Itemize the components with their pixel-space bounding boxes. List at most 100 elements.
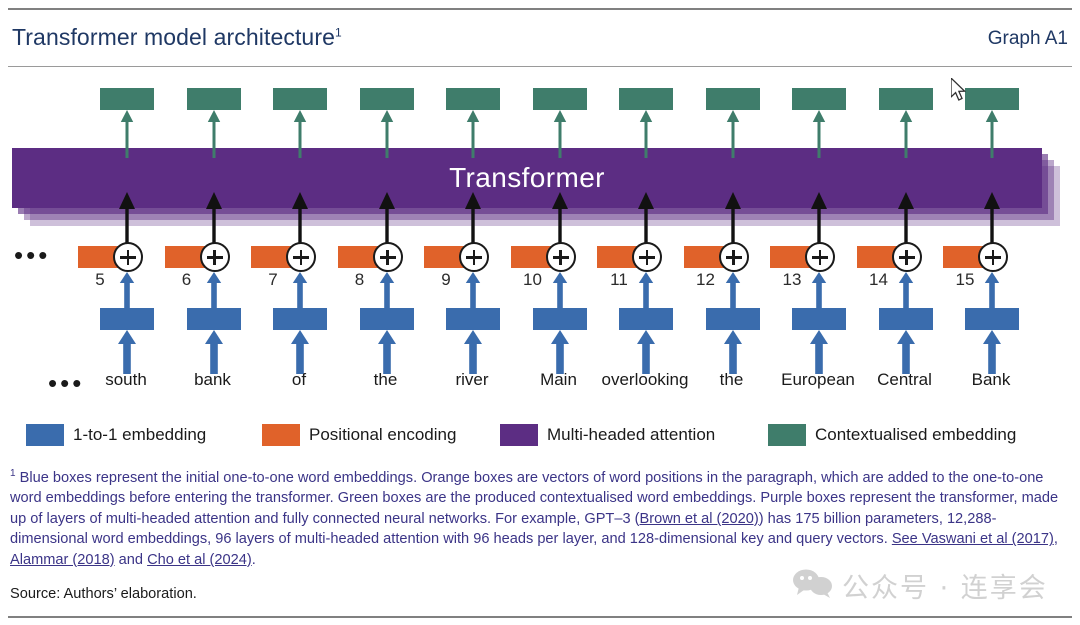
word-to-embedding-arrow [982, 330, 1002, 374]
footnote-link-cho-2024[interactable]: Cho et al (2024) [147, 551, 252, 568]
legend-label: Multi-headed attention [547, 425, 716, 444]
input-to-transformer-arrow [897, 192, 915, 254]
legend-item: Multi-headed attention [500, 424, 715, 446]
legend-color-swatch [26, 424, 64, 446]
addition-operator-icon [805, 242, 835, 272]
input-to-transformer-arrow [378, 192, 396, 254]
footnote: 1 Blue boxes represent the initial one-t… [10, 464, 1072, 570]
title-divider [8, 66, 1072, 67]
token-column: 8 the [337, 70, 434, 400]
input-word-label: river [455, 370, 489, 389]
green-output-arrow [466, 110, 480, 158]
embedding-to-sum-arrow [119, 272, 135, 314]
legend-item: Positional encoding [262, 424, 456, 446]
input-to-transformer-arrow [810, 192, 828, 254]
position-index-label: 6 [181, 270, 192, 289]
one-to-one-embedding-box [619, 308, 673, 330]
positional-encoding-box [510, 246, 555, 268]
position-index-label: 11 [610, 270, 628, 289]
positional-encoding-box [683, 246, 728, 268]
position-index-label: 9 [441, 270, 451, 289]
bottom-divider [8, 616, 1072, 618]
embedding-to-sum-arrow [984, 272, 1000, 314]
page-title-text: Transformer model architecture [12, 24, 335, 50]
footnote-link-vaswani-2017[interactable]: See Vaswani et al (2017) [891, 531, 1054, 548]
word-to-embedding-arrow [204, 330, 224, 374]
footnote-link-brown-2020[interactable]: Brown et al (2020) [639, 510, 759, 527]
legend-color-swatch [768, 424, 806, 446]
transformer-block: Transformer [12, 148, 1042, 208]
word-to-embedding-arrow [290, 330, 310, 374]
position-index-label: 7 [268, 270, 278, 289]
one-to-one-embedding-box [532, 308, 587, 330]
positional-encoding-box [424, 246, 468, 268]
input-to-transformer-arrow [118, 192, 136, 254]
word-to-embedding-arrow [463, 330, 483, 374]
addition-operator-icon [718, 242, 749, 272]
word-to-embedding-arrow [636, 330, 656, 374]
word-to-embedding-arrow [550, 330, 570, 374]
footnote-text-part-2: ) has 175 billion parameters, 12,288-dim… [10, 510, 997, 548]
position-index-label: 12 [696, 270, 715, 289]
addition-operator-icon [632, 242, 662, 272]
legend-color-swatch [262, 424, 300, 446]
transformer-stack: Transformer [0, 70, 1080, 226]
input-word-label: bank [194, 370, 231, 389]
green-output-arrow [120, 110, 134, 158]
green-output-arrow [639, 110, 653, 158]
word-row-ellipsis: ••• [48, 368, 85, 398]
wechat-logo-icon [792, 568, 834, 603]
legend-label: Contextualised embedding [815, 425, 1017, 444]
input-word-label: Central [877, 370, 932, 389]
positional-encoding-box [770, 246, 814, 268]
green-output-arrow [726, 110, 740, 158]
green-output-arrow [985, 110, 999, 158]
token-column: 6 bank [164, 70, 261, 400]
addition-operator-icon [199, 242, 230, 272]
top-divider [8, 8, 1072, 10]
addition-operator-icon [459, 242, 489, 272]
footnote-text-part-1: Blue boxes represent the initial one-to-… [10, 469, 1059, 527]
position-index-label: 10 [523, 270, 542, 289]
legend-color-swatch [500, 424, 538, 446]
token-column: 12 the [683, 70, 780, 400]
source-note: Source: Authors’ elaboration. [10, 586, 197, 602]
contextualised-embedding-box [100, 88, 154, 110]
word-to-embedding-arrow [117, 330, 137, 374]
page-title-footnote-marker: 1 [334, 25, 342, 40]
contextualised-embedding-box [619, 88, 673, 110]
one-to-one-embedding-box [359, 308, 414, 330]
token-column: 7 of [251, 70, 347, 400]
one-to-one-embedding-box [878, 308, 933, 330]
word-to-embedding-arrow [896, 330, 916, 374]
input-word-label: overlooking [601, 370, 689, 389]
contextualised-embedding-box [532, 88, 587, 110]
one-to-one-embedding-box [705, 308, 760, 330]
input-word-label: of [291, 370, 307, 389]
embedding-to-sum-arrow [465, 272, 481, 314]
input-word-label: the [719, 370, 744, 389]
token-column: 9 river [424, 70, 520, 400]
addition-operator-icon [372, 242, 403, 272]
position-index-label: 8 [354, 270, 365, 289]
addition-operator-icon [286, 242, 316, 272]
transformer-label: Transformer [449, 162, 605, 193]
green-output-arrow [812, 110, 826, 158]
footnote-link-alammar-2018[interactable]: Alammar (2018) [10, 551, 115, 568]
legend-label: Positional encoding [309, 425, 457, 444]
green-output-arrow [553, 110, 567, 158]
token-column: 15 Bank [943, 70, 1039, 400]
position-index-label: 14 [869, 270, 888, 289]
word-to-embedding-arrow [377, 330, 397, 374]
input-to-transformer-arrow [551, 192, 569, 254]
input-word-label: European [781, 370, 855, 389]
token-column: 14 Central [856, 70, 953, 400]
position-index-label: 5 [95, 270, 105, 289]
input-to-transformer-arrow [724, 192, 742, 254]
one-to-one-embedding-box [273, 308, 327, 330]
addition-operator-icon [891, 242, 922, 272]
positional-encoding-box [251, 246, 295, 268]
positional-encoding-box [856, 246, 901, 268]
contextualised-embedding-box [359, 88, 414, 110]
